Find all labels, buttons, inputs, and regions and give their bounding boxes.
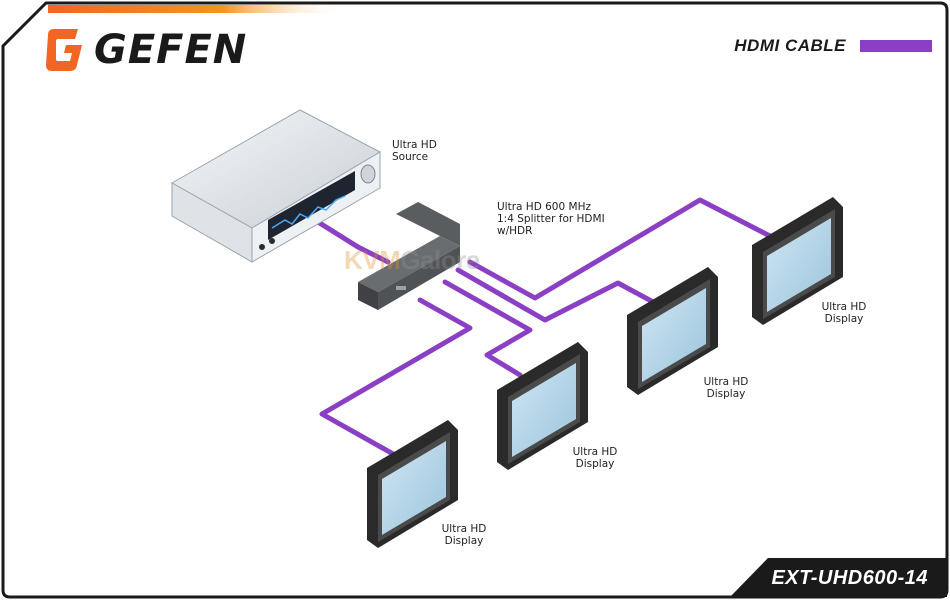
label-display-2-line1: Ultra HD bbox=[572, 446, 618, 458]
top-accent-bar bbox=[48, 5, 548, 13]
gefen-logo-icon bbox=[46, 29, 82, 71]
label-display-3-line2: Display bbox=[706, 388, 746, 400]
cable-splitter-to-display2 bbox=[442, 279, 533, 378]
cable-splitter-to-display3 bbox=[455, 267, 658, 323]
label-splitter: Ultra HD 600 MHz 1:4 Splitter for HDMI w… bbox=[497, 201, 605, 237]
label-source-line1: Ultra HD bbox=[392, 139, 437, 151]
display-4 bbox=[752, 197, 843, 325]
label-display-1-line1: Ultra HD bbox=[441, 523, 487, 535]
label-source: Ultra HD Source bbox=[392, 139, 437, 163]
label-display-1-line2: Display bbox=[444, 535, 484, 547]
label-splitter-line3: w/HDR bbox=[497, 225, 533, 237]
label-splitter-line2: 1:4 Splitter for HDMI bbox=[497, 213, 605, 225]
brand-name: GEFEN bbox=[94, 27, 248, 73]
legend: HDMI CABLE bbox=[734, 36, 932, 56]
legend-cable-swatch bbox=[860, 40, 932, 52]
watermark-part2: Galore bbox=[400, 245, 480, 275]
model-tab bbox=[730, 558, 947, 597]
label-source-line2: Source bbox=[392, 151, 429, 163]
source-device bbox=[170, 109, 382, 263]
label-display-4-line2: Display bbox=[824, 313, 864, 325]
watermark: KVMGalore bbox=[344, 245, 480, 276]
legend-label: HDMI CABLE bbox=[734, 36, 846, 55]
display-1 bbox=[367, 420, 458, 548]
watermark-part1: KVM bbox=[344, 245, 401, 275]
cable-splitter-to-display1 bbox=[319, 297, 473, 458]
label-display-2-line2: Display bbox=[575, 458, 615, 470]
splitter-device bbox=[358, 202, 460, 310]
display-2 bbox=[497, 342, 588, 470]
cable-splitter-to-display4 bbox=[467, 197, 773, 301]
display-3 bbox=[627, 267, 718, 395]
brand-logo: GEFEN bbox=[88, 27, 247, 73]
label-display-3: Ultra HD Display bbox=[698, 376, 754, 400]
cable-source-to-splitter bbox=[315, 219, 391, 265]
label-display-1: Ultra HD Display bbox=[436, 523, 492, 547]
label-display-3-line1: Ultra HD bbox=[703, 376, 749, 388]
label-display-4-line1: Ultra HD bbox=[821, 301, 867, 313]
hdmi-cables bbox=[315, 197, 773, 458]
label-display-4: Ultra HD Display bbox=[816, 301, 872, 325]
label-display-2: Ultra HD Display bbox=[567, 446, 623, 470]
model-number: EXT-UHD600-14 bbox=[771, 567, 928, 589]
label-splitter-line1: Ultra HD 600 MHz bbox=[497, 201, 591, 213]
